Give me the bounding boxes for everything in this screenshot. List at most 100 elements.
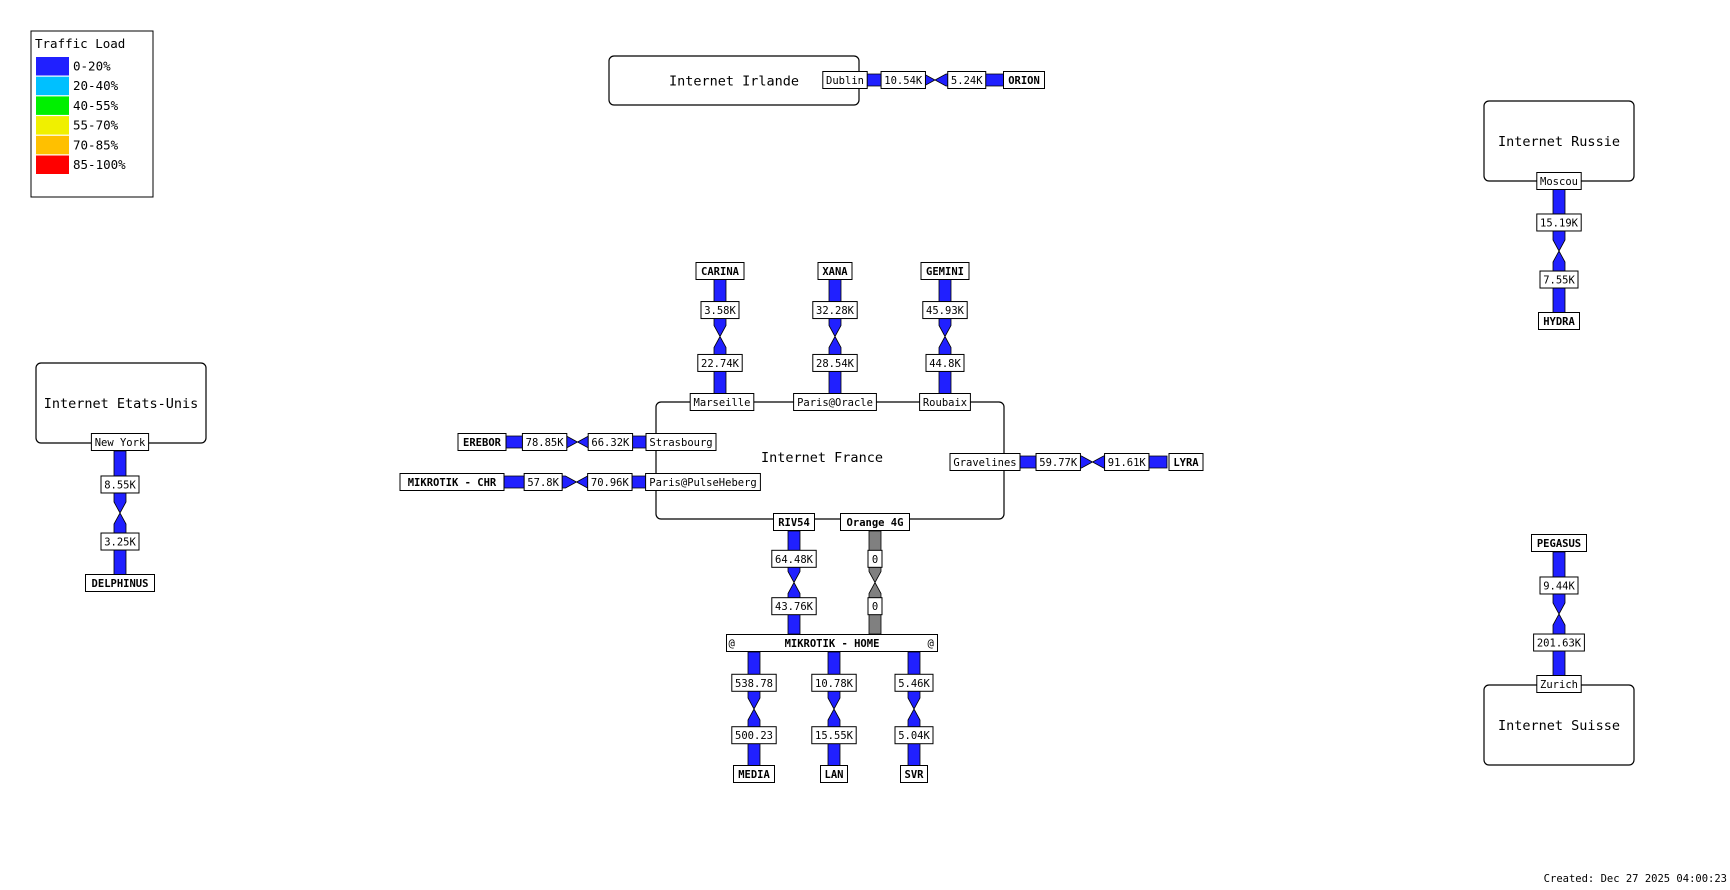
legend-item: 55-70% — [36, 116, 119, 135]
cloud-label: Internet Irlande — [669, 74, 799, 90]
bandwidth-label-out: 7.55K — [1539, 270, 1579, 289]
node-orange4g[interactable]: Orange 4G — [840, 513, 910, 531]
node-box — [90, 433, 150, 451]
link-home-lan[interactable]: 10.78K 15.55K — [811, 651, 857, 767]
svg-text:78.85K: 78.85K — [526, 437, 565, 449]
bandwidth-label-out: 44.8K — [925, 353, 965, 372]
node-strasbourg[interactable]: Strasbourg — [645, 433, 717, 451]
node-gemini[interactable]: GEMINI — [920, 262, 970, 280]
cloud-suisse[interactable]: Internet Suisse — [1483, 684, 1635, 766]
node-box — [773, 513, 815, 531]
node-svr[interactable]: SVR — [900, 765, 928, 783]
legend-item: 40-55% — [36, 96, 119, 115]
node-roubaix[interactable]: Roubaix — [919, 393, 971, 411]
node-pegasus[interactable]: PEGASUS — [1531, 534, 1587, 552]
node-riv54[interactable]: RIV54 — [773, 513, 815, 531]
node-parispulse[interactable]: Paris@PulseHeberg — [645, 473, 761, 491]
bandwidth-label-in: 32.28K — [812, 301, 858, 320]
node-mikrotikchr[interactable]: MIKROTIK - CHR — [399, 473, 505, 491]
svg-text:32.28K: 32.28K — [816, 305, 855, 317]
node-box — [1003, 71, 1045, 89]
cloud-etats-unis[interactable]: Internet Etats-Unis — [35, 362, 207, 444]
bandwidth-label-in: 538.78 — [731, 673, 777, 692]
svg-text:66.32K: 66.32K — [591, 437, 630, 449]
svg-text:91.61K: 91.61K — [1108, 457, 1147, 469]
link-erebor-strasbourg[interactable]: 78.85K 66.32K — [505, 433, 650, 451]
node-carina[interactable]: CARINA — [695, 262, 745, 280]
node-moscou[interactable]: Moscou — [1536, 172, 1582, 190]
node-marseille[interactable]: Marseille — [689, 393, 755, 411]
node-xana[interactable]: XANA — [817, 262, 853, 280]
svg-text:10.78K: 10.78K — [815, 678, 854, 690]
legend-title: Traffic Load — [35, 36, 125, 51]
cloud-label: Internet Suisse — [1498, 718, 1620, 734]
node-box — [726, 634, 938, 652]
node-box — [399, 473, 505, 491]
node-box — [949, 453, 1021, 471]
svg-text:0: 0 — [872, 554, 878, 566]
bandwidth-label-out: 201.63K — [1533, 633, 1585, 652]
node-lyra[interactable]: LYRA — [1168, 453, 1204, 471]
node-media[interactable]: MEDIA — [733, 765, 775, 783]
node-box — [695, 262, 745, 280]
at-icon-right: @ — [928, 638, 935, 650]
node-gravelines[interactable]: Gravelines — [949, 453, 1021, 471]
node-box — [1531, 534, 1587, 552]
legend-item: 20-40% — [36, 76, 119, 96]
cloud-label: Internet France — [761, 450, 883, 466]
svg-text:59.77K: 59.77K — [1039, 457, 1078, 469]
link-gemini-roubaix[interactable]: 45.93K 44.8K — [922, 278, 968, 395]
cloud-russie[interactable]: Internet Russie — [1483, 100, 1635, 182]
svg-text:3.58K: 3.58K — [704, 305, 736, 317]
cloud-irlande[interactable]: Internet Irlande — [608, 55, 860, 106]
node-box — [85, 574, 155, 592]
node-lan[interactable]: LAN — [820, 765, 848, 783]
node-dublin[interactable]: Dublin — [822, 71, 868, 89]
link-gravelines-lyra[interactable]: 59.77K 91.61K — [1017, 453, 1168, 471]
node-label: PEGASUS — [1537, 538, 1581, 550]
svg-text:15.19K: 15.19K — [1540, 217, 1579, 229]
node-parisoracle[interactable]: Paris@Oracle — [793, 393, 877, 411]
svg-text:43.76K: 43.76K — [775, 601, 814, 613]
node-orion[interactable]: ORION — [1003, 71, 1045, 89]
node-zurich[interactable]: Zurich — [1536, 675, 1582, 693]
node-label: Moscou — [1540, 176, 1578, 188]
legend-item: 0-20% — [36, 57, 111, 76]
svg-text:15.55K: 15.55K — [815, 730, 854, 742]
link-carina-marseille[interactable]: 3.58K 22.74K — [697, 278, 743, 395]
svg-text:22.74K: 22.74K — [701, 358, 740, 370]
bandwidth-label-in: 59.77K — [1035, 453, 1081, 471]
link-dublin-orion[interactable]: 10.54K 5.24K — [865, 71, 1005, 89]
svg-text:10.54K: 10.54K — [884, 75, 923, 87]
link-orange-home[interactable]: 00 — [867, 530, 883, 635]
node-hydra[interactable]: HYDRA — [1538, 312, 1580, 330]
node-erebor[interactable]: EREBOR — [457, 433, 507, 451]
svg-text:5.24K: 5.24K — [951, 75, 983, 87]
node-label: Gravelines — [953, 457, 1016, 469]
node-box — [793, 393, 877, 411]
node-label: CARINA — [701, 266, 740, 278]
legend-label: 85-100% — [73, 157, 126, 172]
node-label: MIKROTIK - CHR — [408, 477, 497, 489]
node-box — [920, 262, 970, 280]
bandwidth-label-in: 15.19K — [1536, 213, 1582, 232]
node-delphinus[interactable]: DELPHINUS — [85, 574, 155, 592]
svg-text:5.04K: 5.04K — [898, 730, 930, 742]
node-box — [733, 765, 775, 783]
node-box — [919, 393, 971, 411]
svg-text:538.78: 538.78 — [735, 678, 773, 690]
node-newyork[interactable]: New York — [90, 433, 150, 451]
legend-label: 40-55% — [73, 98, 119, 113]
svg-text:45.93K: 45.93K — [926, 305, 965, 317]
node-mikrotikhome[interactable]: MIKROTIK - HOME@@ — [726, 634, 938, 652]
node-box — [817, 262, 853, 280]
link-moscou-hydra[interactable]: 15.19K 7.55K — [1536, 188, 1582, 314]
svg-text:201.63K: 201.63K — [1537, 638, 1582, 650]
